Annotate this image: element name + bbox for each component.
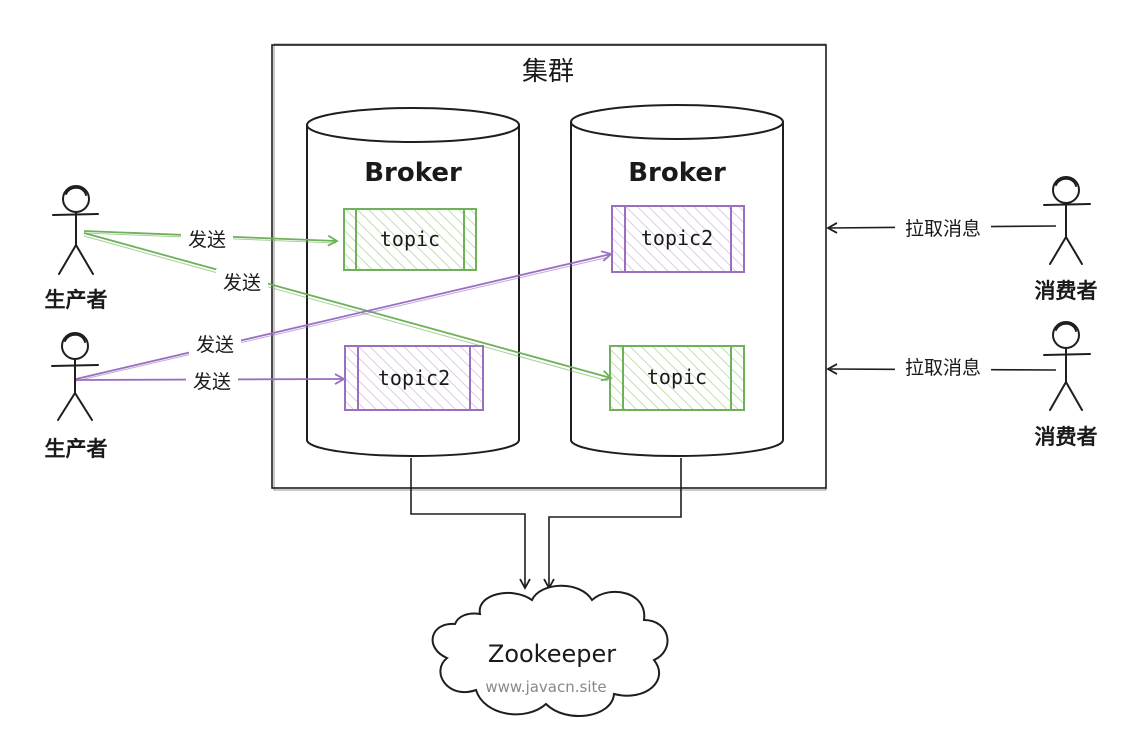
topic2-label: topic2 [641, 226, 713, 250]
zookeeper-label: Zookeeper [488, 640, 616, 668]
broker-label: Broker [628, 158, 726, 188]
person-icon [1043, 321, 1091, 411]
send-label: 发送 [223, 272, 261, 294]
person-icon [51, 332, 99, 421]
topic2-box: topic2 [344, 345, 484, 411]
send-label: 发送 [188, 229, 226, 251]
consumer-label: 消费者 [1035, 279, 1098, 303]
producer-label: 生产者 [45, 288, 108, 312]
broker-label: Broker [364, 158, 462, 188]
zookeeper-cloud: Zookeeper www.javacn.site [431, 584, 669, 718]
pull-arrow-2: 拉取消息 [826, 353, 1057, 381]
topic-label: topic [647, 365, 707, 389]
topic2-label: topic2 [378, 366, 450, 390]
send-label: 发送 [196, 334, 234, 356]
consumer-actor-1: 消费者 [1035, 176, 1098, 303]
producer-actor-2: 生产者 [45, 332, 108, 461]
person-icon [52, 185, 99, 275]
zk-connector-2 [543, 458, 682, 590]
topic-box: topic [609, 345, 745, 411]
pull-label: 拉取消息 [905, 357, 981, 379]
zk-connector-1 [410, 458, 531, 590]
pull-arrow-1: 拉取消息 [826, 214, 1057, 242]
edge-label-send-1: 发送 [181, 226, 233, 252]
send-label: 发送 [193, 371, 231, 393]
topic-label: topic [380, 227, 440, 251]
watermark-text: www.javacn.site [485, 678, 606, 696]
broker-node-1: Broker topic topic2 [306, 107, 520, 457]
edge-label-send-3: 发送 [189, 331, 241, 357]
topic2-box: topic2 [611, 205, 745, 273]
send-arrow-green-2 [83, 232, 613, 382]
send-arrow-purple-1 [75, 250, 613, 382]
consumer-label: 消费者 [1035, 425, 1098, 449]
edge-label-send-2: 发送 [216, 269, 268, 295]
consumer-actor-2: 消费者 [1035, 321, 1098, 449]
producer-label: 生产者 [45, 437, 108, 461]
producer-actor-1: 生产者 [45, 185, 108, 312]
cluster-label: 集群 [522, 57, 574, 87]
pull-label: 拉取消息 [905, 218, 981, 240]
edge-label-send-4: 发送 [186, 368, 238, 394]
person-icon [1043, 176, 1091, 265]
topic-box: topic [343, 208, 477, 271]
